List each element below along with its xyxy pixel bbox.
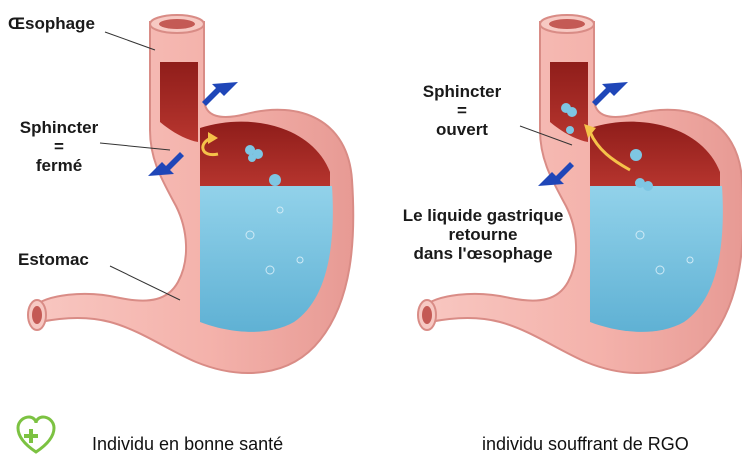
reflux-label: Le liquide gastrique retourne dans l'œso… xyxy=(388,206,578,263)
gerd-caption: individu souffrant de RGO xyxy=(482,434,689,455)
esophagus-label: Œsophage xyxy=(8,14,95,33)
healthy-caption: Individu en bonne santé xyxy=(92,434,283,455)
healthy-stomach xyxy=(28,15,353,373)
stomach-label: Estomac xyxy=(18,250,89,269)
sphincter-open-label: Sphincter = ouvert xyxy=(412,82,512,139)
gerd-stomach xyxy=(418,15,742,373)
sphincter-closed-label: Sphincter = fermé xyxy=(14,118,104,175)
heart-plus-icon xyxy=(18,417,54,452)
